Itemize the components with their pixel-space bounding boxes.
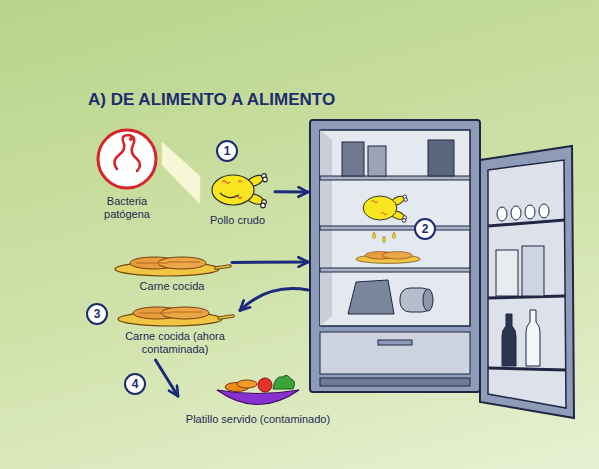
chicken-in-fridge-part-part bbox=[363, 196, 397, 220]
door-inner bbox=[488, 160, 566, 408]
fridge-shelf bbox=[320, 226, 470, 230]
carton bbox=[342, 142, 364, 176]
chicken-bacteria-part bbox=[238, 181, 242, 183]
bottle bbox=[502, 314, 516, 366]
eggs-part bbox=[539, 204, 549, 218]
fridge-door bbox=[480, 146, 574, 418]
callout-number: 1 bbox=[216, 140, 238, 162]
eggs-part bbox=[497, 207, 507, 221]
flow-arrow bbox=[156, 360, 179, 396]
plate-handle bbox=[219, 316, 233, 318]
fridge-drawing bbox=[308, 118, 578, 423]
meat-plate bbox=[112, 248, 232, 278]
cooked-meat: Carne cocida bbox=[112, 248, 232, 296]
eggs-part bbox=[511, 206, 521, 220]
carrot bbox=[237, 380, 257, 388]
callout-number: 3 bbox=[86, 303, 108, 325]
chicken-in-fridge-part-part bbox=[404, 198, 408, 202]
magnifier-cone bbox=[162, 142, 200, 204]
item-label: Carne cocida bbox=[112, 280, 232, 293]
plate-handle bbox=[216, 266, 230, 268]
bacteria-magnifier bbox=[95, 127, 159, 191]
roll bbox=[400, 288, 432, 312]
drawer-handle bbox=[378, 340, 412, 345]
drips bbox=[373, 232, 396, 243]
chicken-in-fridge-part-part bbox=[402, 219, 406, 223]
chicken-in-fridge-part-part bbox=[371, 200, 377, 202]
fridge-body bbox=[310, 120, 480, 392]
chicken-in-fridge-part-part bbox=[381, 212, 387, 214]
carton bbox=[428, 140, 454, 176]
bottle bbox=[526, 310, 540, 366]
item-label: Pollo crudo bbox=[190, 214, 285, 227]
eggs bbox=[497, 204, 549, 221]
crisper-drawer bbox=[320, 332, 470, 374]
chicken-bacteria bbox=[222, 181, 242, 199]
chicken-bacteria-part bbox=[222, 181, 230, 184]
meat-stripe bbox=[136, 262, 200, 263]
callout-number: 2 bbox=[414, 218, 436, 240]
fridge-interior bbox=[320, 130, 470, 326]
chicken-body bbox=[212, 173, 267, 208]
chicken-in-fridge-part bbox=[371, 200, 387, 214]
bag bbox=[348, 280, 394, 314]
milk-carton bbox=[522, 246, 544, 296]
bacteria-head bbox=[129, 137, 133, 141]
item-label: Carne cocida (ahora contaminada) bbox=[110, 330, 240, 356]
tomato bbox=[258, 378, 272, 392]
flow-arrow bbox=[275, 190, 308, 193]
item-label: Bacteria patógena bbox=[87, 195, 167, 221]
roll-end bbox=[423, 289, 433, 311]
bacteria-callout: Bacteria patógena bbox=[92, 127, 162, 227]
drips-part bbox=[373, 232, 376, 239]
meat-plate bbox=[115, 298, 235, 328]
meat-stripe bbox=[139, 312, 203, 313]
drips-part bbox=[383, 236, 386, 243]
served-dish: Platillo servido (contaminado) bbox=[178, 373, 338, 431]
chicken-bacteria-part bbox=[234, 196, 242, 199]
plate-in-fridge-part bbox=[383, 252, 413, 259]
fridge-shelf bbox=[320, 268, 470, 272]
bowl bbox=[217, 390, 299, 405]
chicken-in-fridge bbox=[363, 194, 407, 222]
raw-chicken: Pollo crudo bbox=[200, 170, 275, 232]
callout-number: 4 bbox=[124, 373, 146, 395]
door-shelf bbox=[488, 220, 566, 370]
bacteria-symbol bbox=[114, 135, 140, 171]
chicken-drawing bbox=[208, 170, 268, 210]
refrigerator: 2 bbox=[308, 118, 578, 423]
carton bbox=[368, 146, 386, 176]
item-label: Platillo servido (contaminado) bbox=[178, 413, 338, 426]
dish-drawing bbox=[213, 373, 303, 409]
chicken-body-part bbox=[212, 175, 254, 205]
fridge-grille bbox=[320, 378, 470, 386]
flow-arrow bbox=[240, 289, 308, 311]
flow-arrow bbox=[232, 260, 308, 263]
plate-in-fridge bbox=[356, 252, 420, 264]
plate-handle bbox=[216, 266, 230, 268]
contaminated-meat: Carne cocida (ahora contaminada) bbox=[110, 298, 240, 360]
fridge-shelf bbox=[320, 176, 470, 180]
drips-part bbox=[393, 232, 396, 239]
eggs-part bbox=[525, 205, 535, 219]
plate-handle bbox=[219, 316, 233, 318]
chicken-body-part bbox=[263, 177, 268, 182]
lettuce bbox=[273, 375, 295, 389]
milk-carton bbox=[496, 250, 518, 296]
magnifier-circle bbox=[98, 130, 156, 188]
chicken-in-fridge-part bbox=[363, 194, 407, 222]
chicken-body-part bbox=[261, 203, 266, 208]
diagram-title: A) DE ALIMENTO A ALIMENTO bbox=[88, 90, 335, 110]
